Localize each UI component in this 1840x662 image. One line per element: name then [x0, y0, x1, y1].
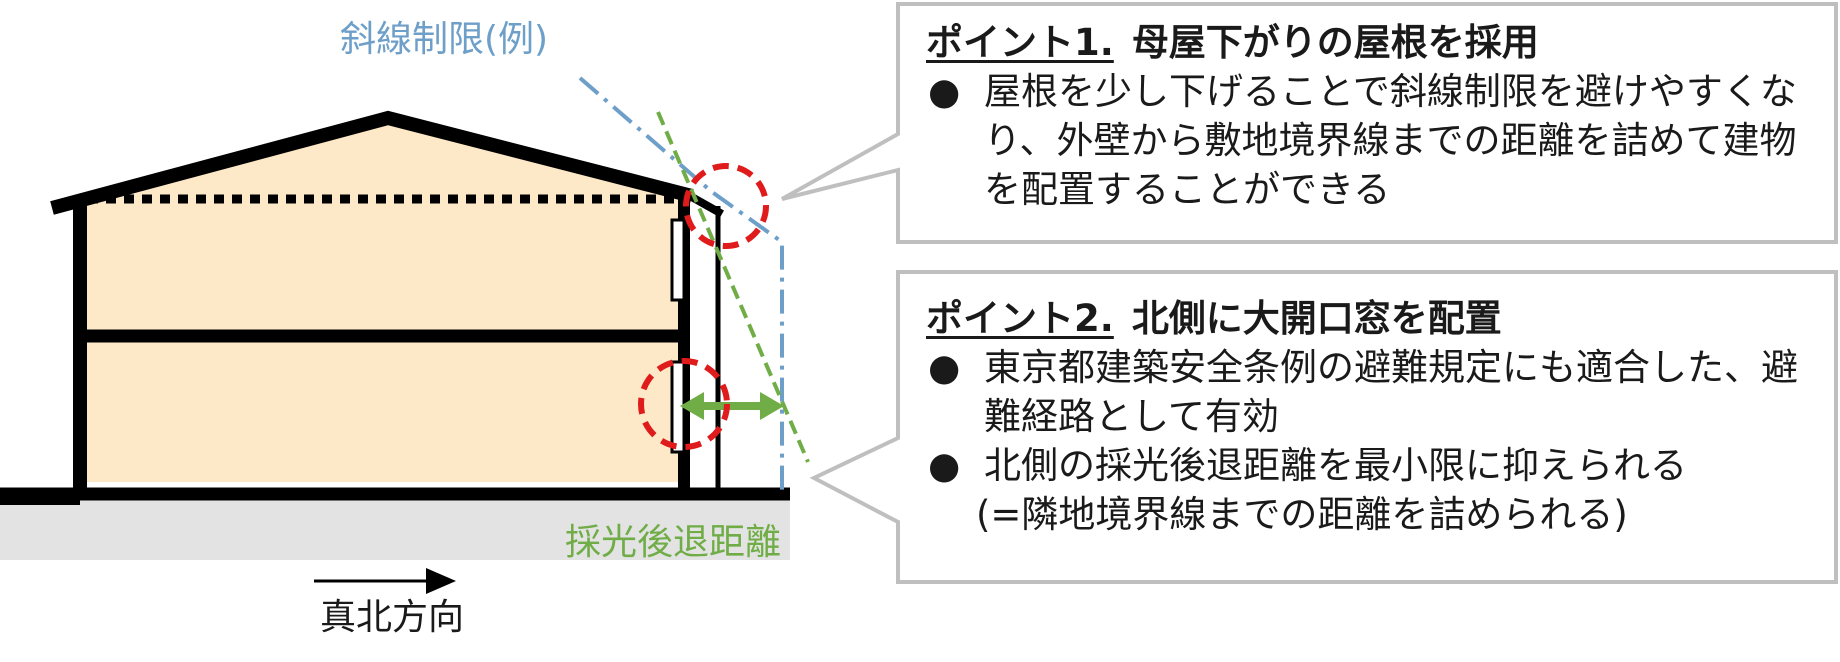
- point-2-note: (=隣地境界線までの距離を詰められる): [976, 493, 1628, 536]
- setback-distance-label: 採光後退距離: [565, 522, 782, 563]
- north-arrow-head: [426, 568, 456, 594]
- point-2-number: ポイント2.: [926, 297, 1114, 340]
- true-north-label: 真北方向: [320, 597, 465, 638]
- roof: [50, 110, 694, 215]
- bullet-icon: ●: [928, 346, 961, 389]
- point-2-bullet-item-1: ● 東京都建築安全条例の避難規定にも適合した、避難経路として有効: [926, 343, 1816, 441]
- setback-arrow-head-left: [680, 392, 704, 420]
- point-1-bullet-text: 屋根を少し下げることで斜線制限を避けやすくなり、外壁から敷地境界線までの距離を詰…: [984, 70, 1797, 211]
- slant-restriction-label: 斜線制限(例): [340, 19, 549, 60]
- upper-window: [670, 218, 686, 302]
- callout-box-2: [809, 270, 1838, 584]
- ground: [0, 500, 790, 560]
- point-1-number: ポイント1.: [926, 21, 1114, 64]
- setback-arrow-head-right: [760, 392, 784, 420]
- point-2-bullet-item-2: ● 北側の採光後退距離を最小限に抑えられる: [926, 441, 1816, 490]
- point-2-bullet-text-2: 北側の採光後退距離を最小限に抑えられる: [984, 444, 1687, 487]
- point-1-bullet-item: ● 屋根を少し下げることで斜線制限を避けやすくなり、外壁から敷地境界線までの距離…: [926, 67, 1816, 214]
- point-2-title: 北側に大開口窓を配置: [1131, 297, 1502, 340]
- point-1-heading: ポイント1. 母屋下がりの屋根を採用: [926, 18, 1816, 67]
- point-1-callout: ポイント1. 母屋下がりの屋根を採用 ● 屋根を少し下げることで斜線制限を避けやす…: [926, 18, 1816, 214]
- point-2-bullet-text-1: 東京都建築安全条例の避難規定にも適合した、避難経路として有効: [984, 346, 1798, 438]
- highlight-circle-roof: [683, 163, 769, 249]
- point-1-title: 母屋下がりの屋根を採用: [1131, 21, 1539, 64]
- callout-box-1: [781, 2, 1838, 244]
- setback-line: [656, 111, 810, 463]
- bullet-icon: ●: [928, 444, 961, 487]
- slant-restriction-line: [578, 76, 784, 494]
- highlight-circle-window: [638, 358, 730, 450]
- house-fill: [80, 122, 690, 482]
- point-2-callout: ポイント2. 北側に大開口窓を配置 ● 東京都建築安全条例の避難規定にも適合した、…: [926, 294, 1816, 539]
- point-2-heading: ポイント2. 北側に大開口窓を配置: [926, 294, 1816, 343]
- bullet-icon: ●: [928, 70, 961, 113]
